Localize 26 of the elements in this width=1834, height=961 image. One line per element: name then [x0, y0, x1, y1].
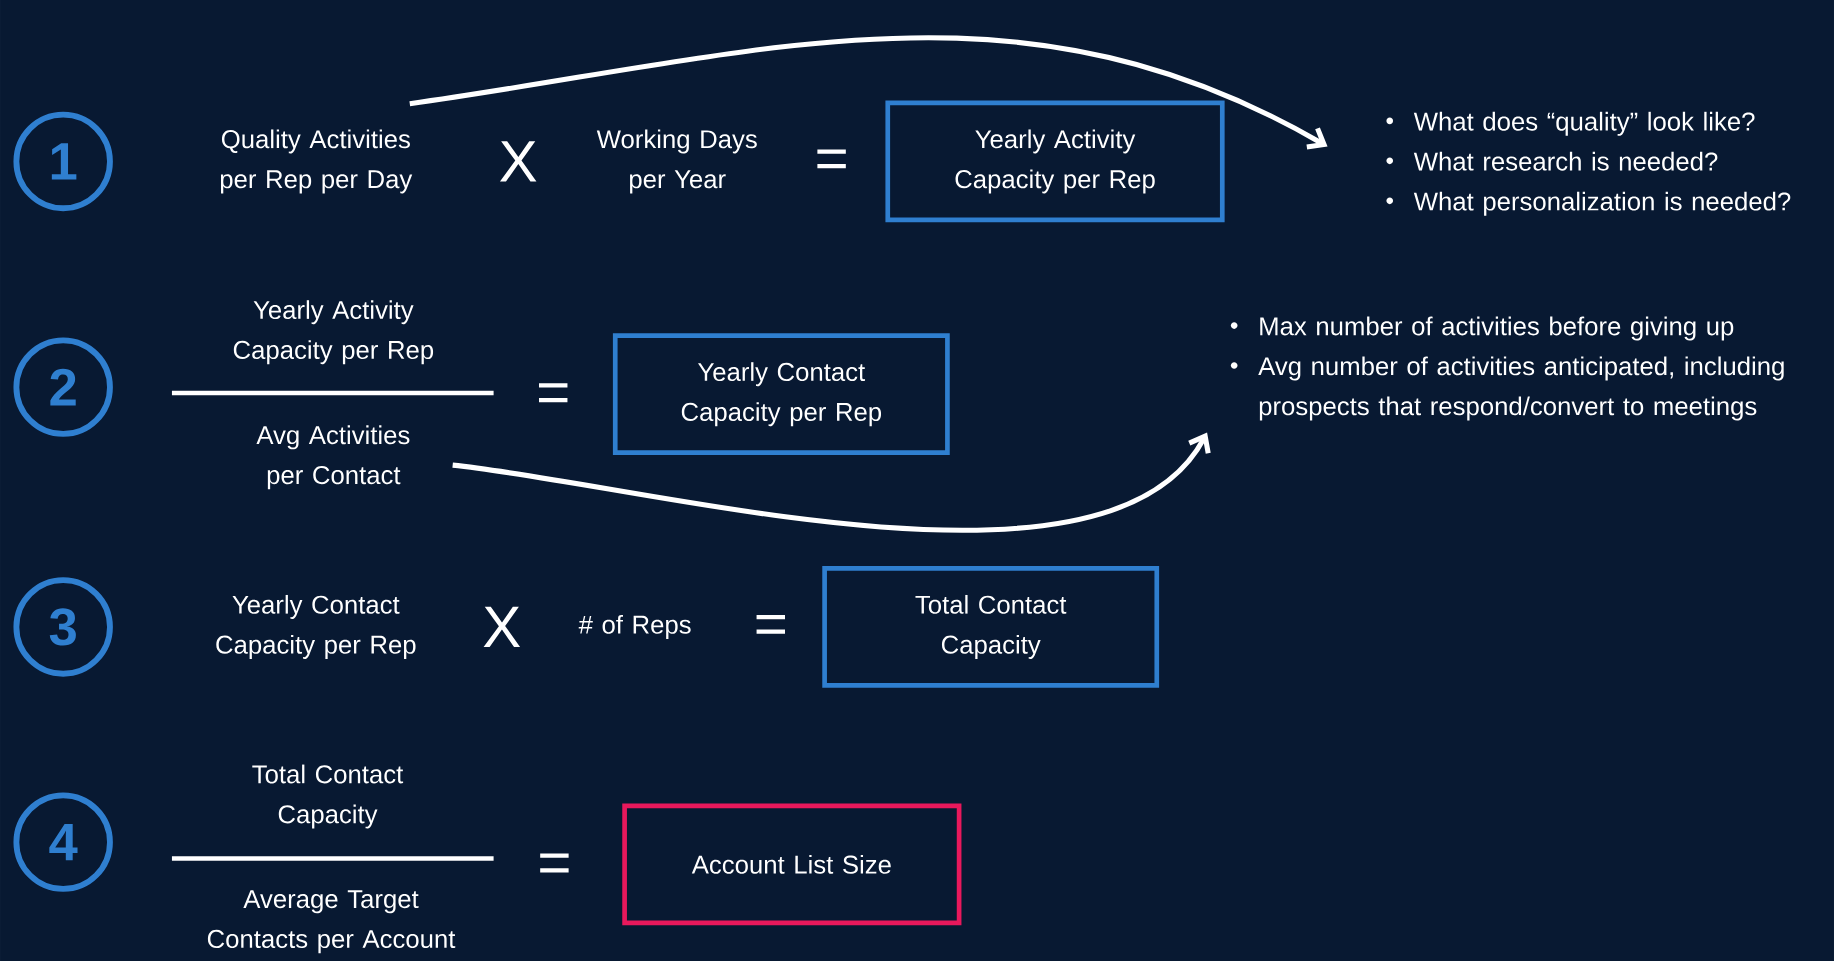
result-box: Account List Size [622, 803, 962, 925]
formula-text: Working Days per Year [596, 129, 757, 194]
formula-text: Yearly Contact Capacity per Rep [216, 594, 416, 659]
formula-text: Quality Activities per Rep per Day [220, 129, 413, 194]
result-box: Yearly Contact Capacity per Rep [612, 333, 950, 455]
curved-arrow [452, 432, 1211, 533]
formula-text: Total Contact Capacity [252, 764, 404, 829]
result-box: Yearly Activity Capacity per Rep [885, 100, 1225, 222]
bullet-list: What does “quality” look like? What research is needed? What personalization is needed? [1386, 111, 1791, 216]
node-label: What does “quality” look like? [1413, 111, 1755, 136]
operator-sign: X [483, 606, 521, 647]
node-label: Avg number of activities anticipated, including prospects that respond/convert to meetings [1258, 356, 1784, 421]
formula-text: Avg Activities per Contact [256, 425, 410, 490]
formula-text: Yearly Activity Capacity per Rep [233, 300, 434, 364]
node-label: What research is needed? [1413, 151, 1718, 171]
result-box: Total Contact Capacity [822, 565, 1160, 688]
operator-sign: X [499, 141, 537, 182]
node-label: What personalization is needed? [1413, 191, 1791, 216]
formula-text: Average Target Contacts per Account [207, 889, 456, 953]
formula-text: # of Reps [578, 614, 691, 639]
operator-sign: = [540, 853, 569, 873]
operator-sign: = [817, 149, 846, 169]
curved-arrow [409, 35, 1328, 150]
bullet-list: Max number of activities before giving up Avg number of activities anticipated, including prospects that respond/convert to meetings [1230, 316, 1784, 421]
operator-sign: = [756, 614, 785, 634]
node-label: Max number of activities before giving up [1260, 316, 1734, 341]
